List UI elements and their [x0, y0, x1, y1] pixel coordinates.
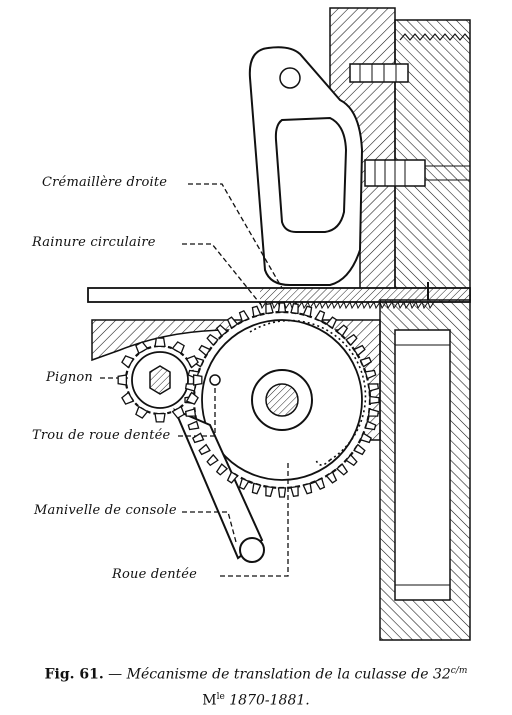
large-gear-teeth-tooth [238, 477, 250, 491]
pinion-teeth-tooth [185, 355, 199, 369]
label-cremaillere-droite: Crémaillère droite [42, 175, 168, 190]
large-gear-teeth-tooth [314, 477, 326, 491]
large-gear-teeth-tooth [198, 443, 211, 456]
large-gear-teeth-tooth [353, 443, 366, 456]
caption-model-sup: le [216, 691, 225, 702]
large-gear-teeth-tooth [367, 408, 380, 417]
large-gear-teeth-tooth [302, 482, 313, 495]
label-manivelle-de-console: Manivelle de console [34, 503, 177, 518]
large-gear [192, 310, 372, 490]
large-gear-teeth-tooth [314, 309, 326, 323]
console-loop [248, 46, 364, 286]
large-gear-teeth-tooth [325, 316, 338, 329]
large-gear-teeth-tooth [251, 305, 262, 318]
large-gear-teeth-tooth [251, 482, 262, 495]
large-gear-teeth-tooth [345, 333, 358, 347]
large-gear-teeth-tooth [353, 344, 366, 357]
leader-lines [100, 183, 289, 577]
large-gear-teeth-tooth [359, 432, 373, 444]
label-trou-de-roue-dentee: Trou de roue dentée [32, 428, 171, 443]
large-gear-teeth-tooth [290, 485, 299, 498]
large-gear-teeth-tooth [206, 333, 219, 347]
caption-dash: — [103, 666, 127, 683]
large-gear-teeth-tooth [198, 344, 211, 357]
pinion-teeth-tooth [192, 374, 203, 386]
pinion-teeth-tooth [135, 405, 149, 419]
large-gear-teeth-tooth [226, 471, 239, 484]
caption-model: M [202, 692, 217, 709]
label-rainure-circulaire: Rainure circulaire [32, 235, 156, 250]
large-gear-teeth-tooth [364, 369, 377, 380]
large-gear-teeth-tooth [302, 305, 313, 318]
caption-line-2: Mle 1870-1881. [0, 686, 512, 712]
pinion-teeth-tooth [154, 412, 166, 423]
pinion-teeth-tooth [135, 341, 149, 355]
large-gear-teeth-tooth [238, 309, 250, 323]
caption-line-1: Fig. 61. — Mécanisme de translation de l… [0, 660, 512, 686]
large-gear-teeth-tooth [369, 395, 380, 405]
label-pignon: Pignon [46, 370, 93, 385]
large-gear-teeth-tooth [265, 302, 274, 315]
pinion-teeth-tooth [121, 355, 135, 369]
crank [173, 408, 265, 563]
breech-block [329, 7, 471, 301]
pinion-teeth-tooth [117, 374, 128, 386]
large-gear-teeth-tooth [226, 316, 239, 329]
large-gear-teeth-tooth [277, 487, 287, 498]
label-roue-dentee: Roue dentée [112, 567, 198, 582]
pinion-teeth [117, 337, 203, 423]
large-gear-teeth-tooth [215, 324, 229, 337]
pinion-teeth-tooth [185, 391, 199, 405]
large-gear-teeth-tooth [184, 408, 197, 417]
large-gear-teeth-tooth [191, 432, 205, 444]
pinion-teeth-tooth [154, 337, 166, 348]
caption-unit: c/m [450, 666, 468, 676]
large-gear-teeth-tooth [215, 463, 229, 476]
pinion-teeth-tooth [171, 405, 185, 419]
large-gear-teeth-tooth [345, 453, 358, 467]
large-gear-teeth-tooth [367, 383, 380, 392]
large-gear-teeth-tooth [325, 471, 338, 484]
large-gear-teeth-tooth [359, 356, 373, 368]
large-gear-teeth-tooth [265, 485, 274, 498]
large-gear-teeth-tooth [187, 420, 200, 431]
caption-text: Mécanisme de translation de la culasse d… [126, 666, 451, 683]
large-gear-teeth-tooth [335, 463, 349, 476]
pinion-teeth-tooth [121, 391, 135, 405]
large-gear-teeth-tooth [206, 453, 219, 467]
large-gear-teeth-tooth [364, 420, 377, 431]
figure-caption: Fig. 61. — Mécanisme de translation de l… [0, 660, 512, 711]
large-gear-teeth-tooth [277, 302, 287, 313]
large-gear-teeth-tooth [290, 302, 299, 315]
large-gear-teeth-tooth [335, 324, 349, 337]
figure-number: Fig. 61. [44, 666, 104, 683]
pinion [124, 344, 196, 416]
caption-years: 1870-1881. [224, 692, 310, 709]
pinion-teeth-tooth [171, 341, 185, 355]
